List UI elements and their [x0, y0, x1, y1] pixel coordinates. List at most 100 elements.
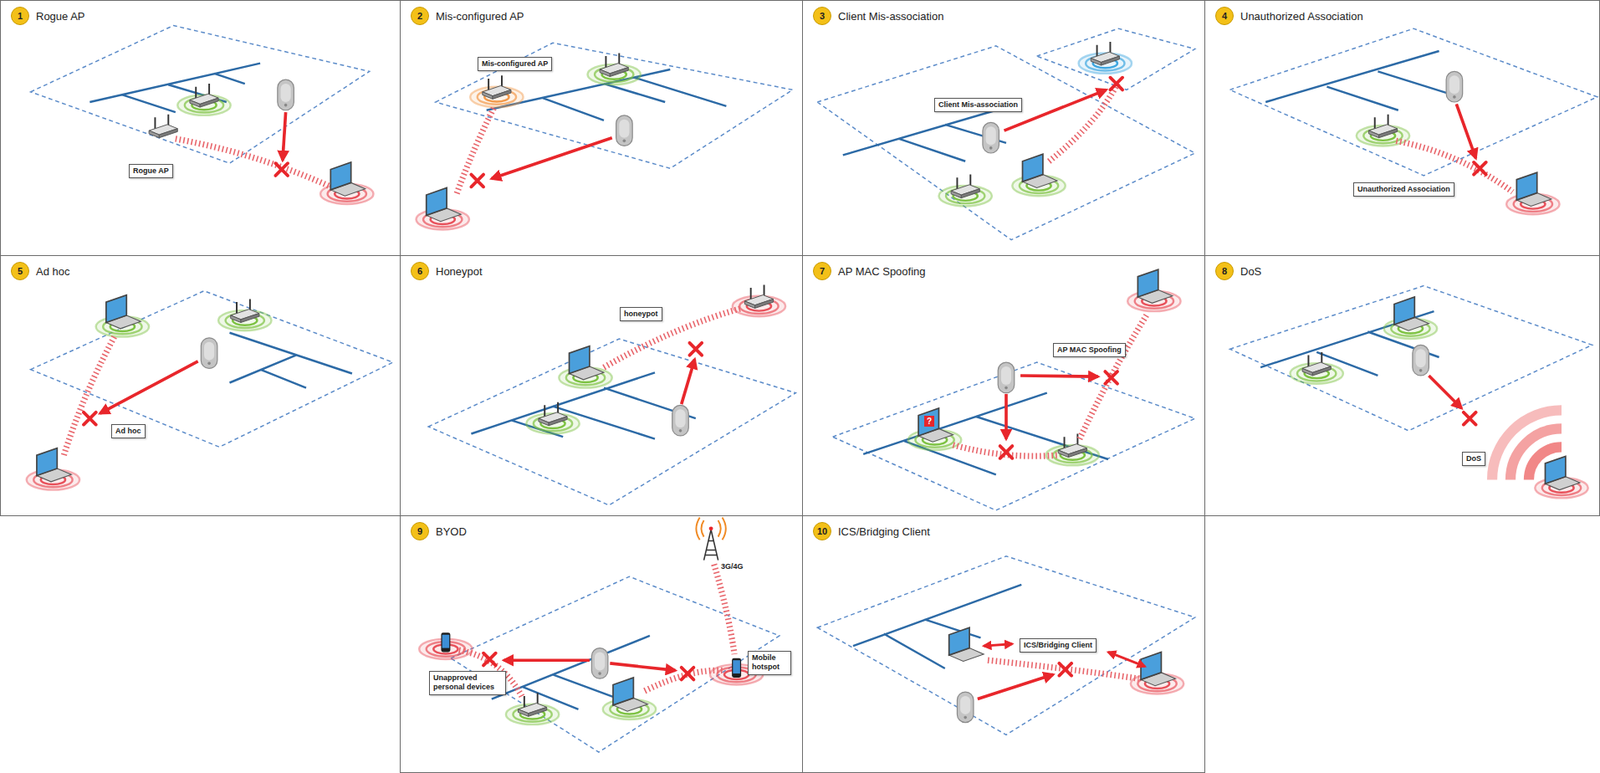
wired-network [89, 63, 261, 113]
panel-title: Honeypot [435, 265, 483, 278]
block-mark [483, 653, 496, 666]
block-mark [1473, 162, 1487, 175]
bridge-arrow [1108, 651, 1146, 666]
floor-outline [1230, 28, 1598, 176]
floor-outline [30, 291, 394, 448]
laptop [106, 295, 141, 329]
callout-text: Client Mis-association [938, 100, 1018, 110]
number-text: 9 [417, 526, 423, 537]
wips-sensor [997, 362, 1015, 394]
number-text: 4 [1221, 11, 1227, 21]
panel-title: Client Mis-association [838, 10, 944, 23]
access-point [538, 402, 568, 426]
laptop [1022, 153, 1058, 188]
access-point [1058, 434, 1087, 458]
block-arrow [681, 358, 696, 404]
laptop [1394, 296, 1429, 331]
panel-5-art [26, 291, 394, 491]
floor-outline [833, 362, 1196, 511]
access-point [1368, 114, 1397, 139]
external-access-point [1090, 41, 1120, 66]
callout-number: 10 [812, 521, 832, 541]
block-mark [1058, 663, 1072, 676]
honeypot-access-point [744, 284, 773, 308]
wireless-link [644, 669, 725, 691]
floor-outline [817, 556, 1195, 736]
callout-number: 6 [410, 261, 430, 281]
block-mark [470, 174, 484, 188]
number-text: 8 [1221, 266, 1227, 277]
floor-outline [1230, 286, 1593, 431]
wips-sensor [1412, 344, 1430, 376]
number-text: 5 [17, 266, 23, 277]
access-point [599, 52, 629, 77]
panel-title: Mis-configured AP [435, 10, 525, 23]
floor-outline [1037, 28, 1196, 90]
access-point [230, 298, 260, 323]
callout-number: 9 [410, 521, 430, 541]
callout-text: honeypot [623, 309, 659, 319]
wireless-link [714, 564, 735, 655]
block-arrow [491, 138, 613, 179]
callout-number: 1 [10, 6, 30, 26]
wired-network [863, 393, 1109, 476]
wireless-link [987, 659, 1140, 679]
block-arrow [503, 658, 589, 662]
scenario-panel: DoS8DoS [1204, 255, 1600, 517]
callout-box: Mobile hotspot [747, 650, 792, 675]
access-point [518, 692, 547, 716]
block-mark [689, 342, 702, 356]
callout-text: Mobile hotspot [751, 653, 788, 673]
panel-10-art [817, 556, 1195, 736]
wips-sensor [982, 122, 1000, 154]
band-label: 3G/4G [720, 562, 744, 571]
callout-number: 8 [1215, 261, 1234, 281]
panel-title: BYOD [435, 525, 467, 538]
laptop [918, 408, 953, 442]
access-point [189, 83, 219, 108]
scenario-panel: Rogue AP1Rogue AP [0, 0, 401, 256]
mobile-phone [440, 632, 450, 652]
panel-6-art [428, 284, 796, 506]
callout-text: Unauthorized Association [1357, 184, 1451, 195]
mobile-phone [731, 658, 742, 678]
panel-4-art [1230, 28, 1598, 215]
panel-title: Rogue AP [35, 10, 86, 23]
panel-8-art [1230, 286, 1593, 499]
block-arrow [1428, 375, 1462, 409]
scenario-panel: BYOD9Unapproved personal devicesMobile h… [399, 515, 803, 773]
panel-title: ICS/Bridging Client [838, 525, 931, 538]
wips-sensor [616, 115, 634, 147]
scenario-panel: Honeypot 6 honeypot [399, 255, 803, 517]
wireless-link [63, 337, 115, 458]
floor-outline [450, 576, 780, 752]
wips-sensor [591, 648, 609, 680]
misconfigured-access-point [482, 75, 512, 99]
number-text: 3 [819, 11, 825, 21]
scenario-panel: AP MAC Spoofing7AP MAC Spoofing? [802, 255, 1206, 517]
question-mark: ? [924, 415, 935, 427]
laptop [1140, 651, 1176, 685]
block-arrow [609, 663, 675, 671]
block-mark [1104, 371, 1118, 384]
access-point [1302, 352, 1331, 376]
wips-sensor [277, 79, 295, 111]
panel-title: DoS [1240, 265, 1262, 278]
panel-3-art [817, 28, 1195, 241]
callout-box: Rogue AP [128, 163, 174, 179]
scenario-panel: Mis-configured AP2Mis-configured AP [399, 0, 803, 256]
wips-sensor [956, 691, 974, 723]
callout-text: Mis-configured AP [481, 59, 548, 69]
block-arrow [1004, 393, 1008, 440]
panel-title: Ad hoc [35, 265, 70, 278]
callout-box: Mis-configured AP [477, 56, 553, 72]
wired-network [1265, 51, 1460, 111]
number-text: 1 [17, 11, 23, 21]
wips-sensor [200, 337, 218, 369]
callout-box: honeypot [619, 306, 663, 322]
laptop [1516, 172, 1551, 206]
panel-title: Unauthorized Association [1240, 10, 1364, 23]
panel-2-art [416, 42, 793, 230]
